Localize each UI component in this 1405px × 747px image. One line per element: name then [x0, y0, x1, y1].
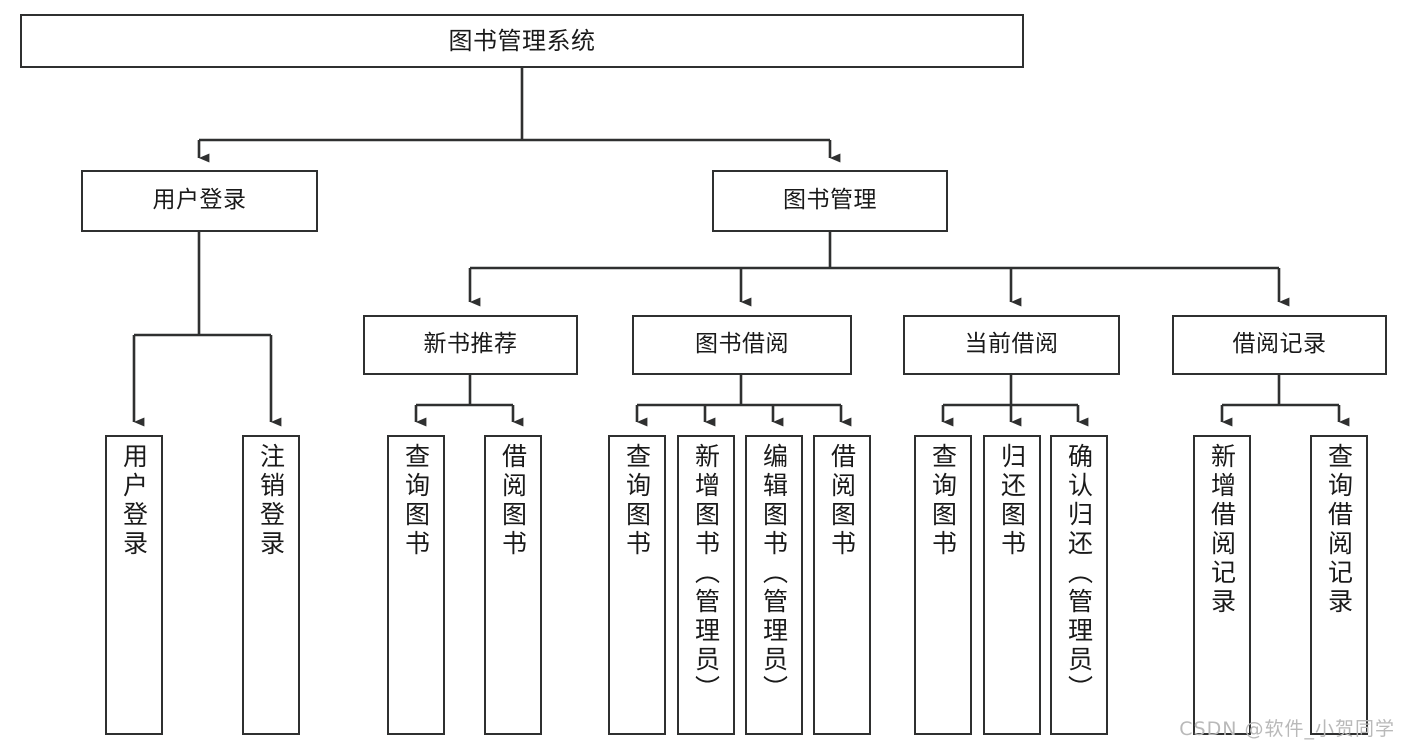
node-label: 借阅图书 [498, 443, 528, 559]
node-borrow-record[interactable]: 借阅记录 [1172, 315, 1387, 375]
leaf-return-book[interactable]: 归还图书 [983, 435, 1041, 735]
node-label: 新增借阅记录 [1207, 443, 1237, 617]
node-label: 编辑图书（管理员） [759, 443, 789, 704]
node-label: 查询图书 [401, 443, 431, 559]
leaf-confirm-return-admin[interactable]: 确认归还（管理员） [1050, 435, 1108, 735]
node-label: 查询借阅记录 [1324, 443, 1354, 617]
node-book-management[interactable]: 图书管理 [712, 170, 948, 232]
node-label: 查询图书 [622, 443, 652, 559]
node-label: 当前借阅 [964, 331, 1059, 358]
csdn-watermark: CSDN @软件_小贺同学 [1179, 718, 1395, 740]
leaf-borrow-book-borrow[interactable]: 借阅图书 [813, 435, 871, 735]
leaf-query-borrow-record[interactable]: 查询借阅记录 [1310, 435, 1368, 735]
node-label: 新增图书（管理员） [691, 443, 721, 704]
node-label: 注销登录 [256, 443, 286, 559]
leaf-borrow-book-recommend[interactable]: 借阅图书 [484, 435, 542, 735]
node-book-borrow[interactable]: 图书借阅 [632, 315, 852, 375]
node-label: 查询图书 [928, 443, 958, 559]
node-label: 用户登录 [119, 443, 149, 559]
leaf-query-book-borrow[interactable]: 查询图书 [608, 435, 666, 735]
node-label: 确认归还（管理员） [1064, 443, 1094, 704]
node-label: 借阅图书 [827, 443, 857, 559]
leaf-user-login[interactable]: 用户登录 [105, 435, 163, 735]
node-label: 新书推荐 [423, 331, 518, 358]
leaf-query-book-recommend[interactable]: 查询图书 [387, 435, 445, 735]
leaf-query-book-current[interactable]: 查询图书 [914, 435, 972, 735]
leaf-edit-book-admin[interactable]: 编辑图书（管理员） [745, 435, 803, 735]
leaf-user-logout[interactable]: 注销登录 [242, 435, 300, 735]
node-root-system[interactable]: 图书管理系统 [20, 14, 1024, 68]
node-user-login[interactable]: 用户登录 [81, 170, 318, 232]
node-label: 归还图书 [997, 443, 1027, 559]
node-current-borrow[interactable]: 当前借阅 [903, 315, 1120, 375]
node-label: 用户登录 [152, 187, 247, 214]
node-label: 借阅记录 [1232, 331, 1327, 358]
node-label: 图书管理系统 [448, 26, 596, 55]
node-new-book-recommend[interactable]: 新书推荐 [363, 315, 578, 375]
node-label: 图书管理 [783, 187, 877, 214]
leaf-add-book-admin[interactable]: 新增图书（管理员） [677, 435, 735, 735]
node-label: 图书借阅 [695, 331, 789, 358]
leaf-add-borrow-record[interactable]: 新增借阅记录 [1193, 435, 1251, 735]
